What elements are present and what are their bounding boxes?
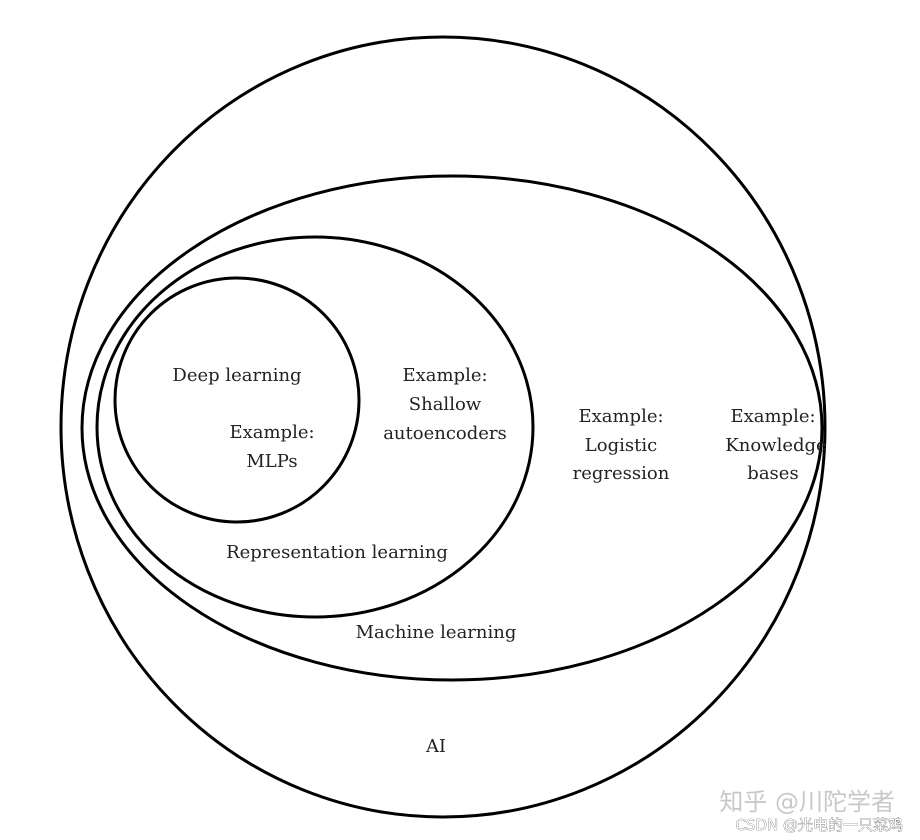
representation-learning-example-line-3: autoencoders <box>383 423 507 444</box>
deep-learning-label: Deep learning <box>172 365 301 386</box>
zhihu-watermark: 知乎 @川陀学者 <box>719 788 895 816</box>
representation-learning-example-line-1: Example: <box>402 365 487 386</box>
deep-learning-example-line-2: MLPs <box>246 451 297 472</box>
machine-learning-example-line-2: Logistic <box>585 435 657 456</box>
representation-learning-example-line-2: Shallow <box>409 394 482 415</box>
machine-learning-example-line-3: regression <box>573 463 670 484</box>
ai-ring <box>59 35 827 819</box>
ai-example-line-2: Knowledge <box>725 435 826 456</box>
machine-learning-example-line-1: Example: <box>578 406 663 427</box>
deep-learning-example-line-1: Example: <box>229 422 314 443</box>
deep-learning-ring <box>113 276 361 524</box>
machine-learning-ring <box>80 174 824 682</box>
csdn-watermark: CSDN @光电的一只菜鸡 <box>735 816 903 834</box>
ai-example-line-3: bases <box>747 463 798 484</box>
ai-example-line-1: Example: <box>730 406 815 427</box>
representation-learning-label: Representation learning <box>226 542 448 563</box>
ai-label: AI <box>425 736 446 757</box>
machine-learning-label: Machine learning <box>356 622 517 643</box>
representation-learning-ring <box>95 235 535 619</box>
